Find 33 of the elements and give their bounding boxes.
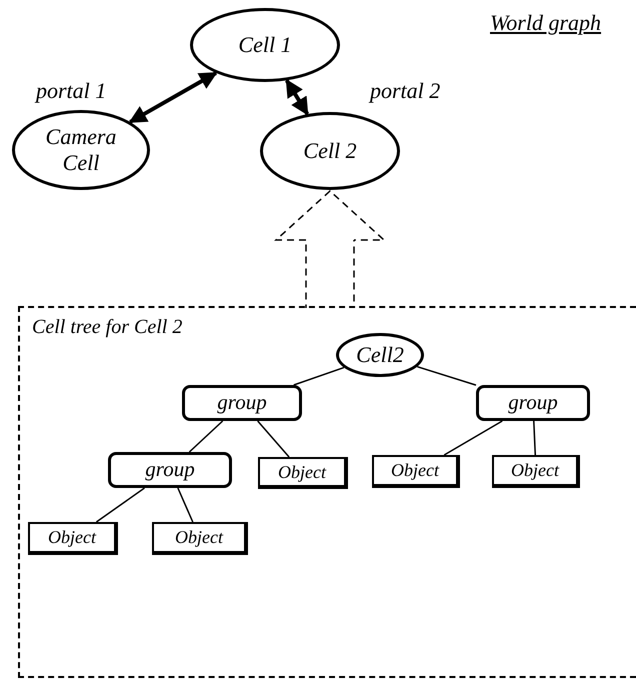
node-label: Camera Cell: [44, 124, 118, 176]
node-label: Object: [278, 460, 326, 484]
connector-line: [257, 420, 290, 458]
arrow: [285, 78, 310, 116]
node-label: Object: [48, 526, 96, 549]
group-box: [108, 452, 232, 488]
node-label: group: [217, 389, 267, 416]
node-label: Cell 2: [302, 138, 358, 164]
object-box: [152, 522, 248, 555]
connector-line: [177, 488, 194, 522]
connector-line: [533, 420, 536, 456]
node-label: Cell 1: [237, 32, 293, 58]
arrow: [128, 71, 218, 124]
node-label: group: [508, 389, 558, 416]
node-label: Cell2: [355, 342, 405, 368]
object-box: [258, 457, 348, 489]
node-label: Object: [391, 459, 439, 482]
node-label: group: [145, 456, 195, 484]
object-box: [28, 522, 118, 555]
object-box: [372, 455, 460, 488]
connector-line: [294, 366, 344, 386]
group-box: [476, 385, 590, 421]
node-label: Object: [511, 459, 559, 482]
cell-tree-panel: [18, 306, 636, 678]
connector-line: [96, 487, 145, 523]
object-box: [492, 455, 580, 488]
connector-line: [444, 420, 503, 456]
node-label: Object: [175, 526, 223, 549]
group-box: [182, 385, 302, 421]
panel-heading: Cell tree for Cell 2: [32, 315, 182, 340]
connector-line: [188, 420, 224, 453]
connector-line: [417, 366, 476, 386]
title: World graph: [490, 9, 602, 37]
